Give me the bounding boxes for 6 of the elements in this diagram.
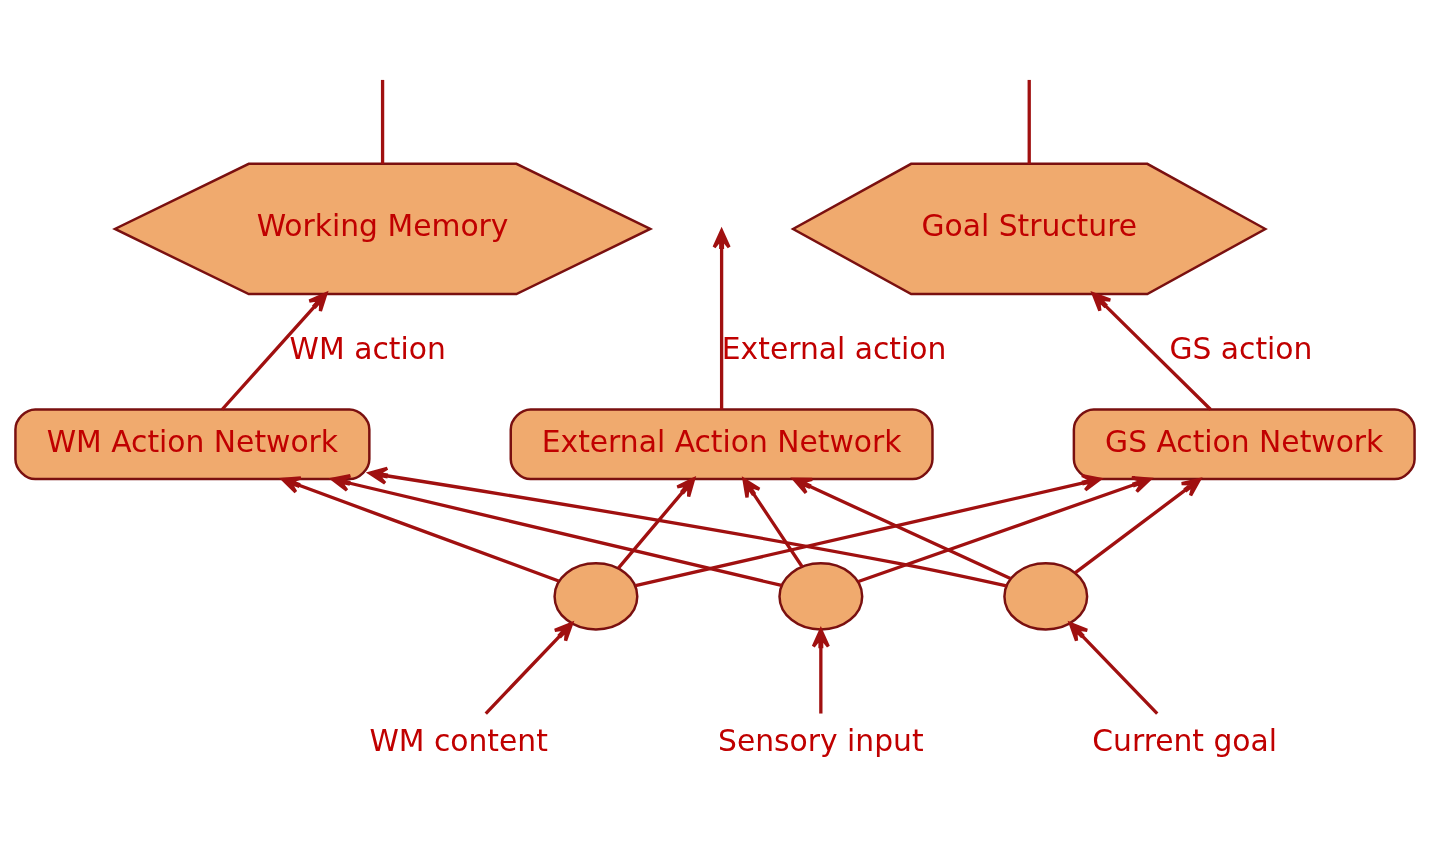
- edge-label: WM action: [289, 330, 446, 366]
- node-text: WM content: [369, 722, 548, 758]
- edge-label: GS action: [1169, 330, 1313, 366]
- edge-label: External action: [721, 330, 947, 366]
- node-text: Sensory input: [718, 722, 924, 758]
- node-text: Current goal: [1092, 722, 1278, 758]
